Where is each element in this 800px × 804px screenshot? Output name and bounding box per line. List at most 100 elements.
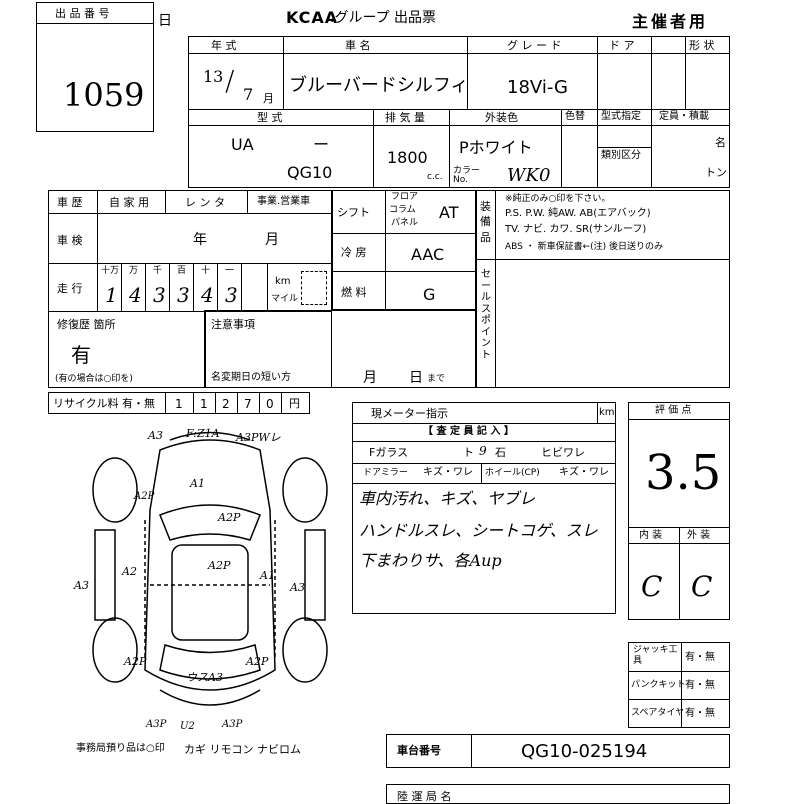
puncture-yes-no: 有・無 (685, 680, 715, 691)
chassis-box: 車台番号 QG10-025194 (386, 734, 730, 768)
inspection-year-unit: 年 (193, 232, 207, 248)
recycle-digit: 1 (175, 397, 183, 411)
model-code: QG10 (287, 163, 333, 182)
equipment-label: 装備品 (480, 200, 491, 244)
score-value: 3.5 (645, 445, 722, 501)
inspection-note: 下まわりサ、各Aup (359, 551, 502, 570)
shift-option: フロア (391, 192, 419, 202)
sheet-title: .グループ 出品票 (330, 10, 437, 26)
cc-unit: c.c. (427, 172, 443, 182)
mileage-digit: 1 (105, 283, 118, 307)
month-unit: 月 (263, 92, 274, 105)
org-logo: KCAA (286, 8, 339, 27)
equipment-check-box: ジャッキ工 具 有・無 パンクキット 有・無 スペアタイヤ 有・無 (628, 642, 730, 728)
persons-unit: 名 (715, 136, 726, 149)
inspection-note: 車内汚れ、キズ、ヤブレ (359, 489, 536, 508)
repair-value: 有 (71, 343, 91, 367)
damage-mark: A2P (246, 655, 269, 668)
wheel-value: キズ・ワレ (559, 467, 609, 478)
repair-note: (有の場合は○印を) (55, 374, 133, 384)
inspection-month-unit: 月 (265, 232, 279, 248)
chassis-label: 車台番号 (397, 744, 441, 757)
color-code: WK0 (507, 165, 551, 186)
damage-mark: A3P (146, 719, 167, 730)
header-side-char: 日 (158, 13, 172, 29)
glass-mark: 石 (495, 446, 506, 459)
capacity-label: 定員・積載 (659, 111, 709, 122)
mileage-digit: 4 (201, 283, 214, 307)
vehicle-info-table: 年 式 13 / 7 月 車 名 ブルーバードシルフィ グ レ ー ド 18Vi… (188, 36, 730, 188)
recycle-digit: 2 (222, 397, 230, 411)
history-table: 車 歴 自 家 用 レ ン タ 事業.営業車 車 検 年 月 走 行 十万 万 … (48, 190, 332, 388)
damage-mark: A3 (74, 579, 89, 592)
transport-bureau-box: 陸 運 局 名 (386, 784, 730, 804)
mileage-digit: 3 (153, 283, 166, 307)
glass-label: Fガラス (369, 446, 409, 459)
model-label: 型 式 (257, 111, 283, 124)
copy-label: 主催者用 (632, 12, 709, 31)
damage-mark: A3P (222, 719, 243, 730)
puncture-label: パンクキット (631, 680, 686, 690)
mileage-digit: 4 (129, 283, 142, 307)
car-name: ブルーバードシルフィ (289, 75, 469, 96)
damage-mark: A2 (122, 565, 137, 578)
digit-unit-10: 十 (201, 266, 211, 276)
designation-label: 型式指定 (601, 111, 641, 122)
digit-unit-10k: 万 (129, 266, 139, 276)
displacement-label: 排 気 量 (385, 111, 425, 124)
equipment-note: ※純正のみ○印を下さい。 (505, 194, 611, 204)
color-label: 外装色 (485, 111, 518, 124)
recycle-label: リサイクル料 有・無 (53, 397, 155, 410)
ac-value: AAC (411, 245, 445, 264)
lot-number-box: 出 品 番 号 1059 (36, 2, 154, 132)
meter-label: 現メーター指示 (371, 407, 448, 420)
spare-yes-no: 有・無 (685, 708, 715, 719)
glass-mark: 9 (479, 444, 487, 458)
mechanics-table: シフト フロア コラム パネル AT 冷 房 AAC 燃 料 G (332, 190, 476, 310)
ac-label: 冷 房 (341, 246, 367, 259)
mirror-value: キズ・ワレ (423, 467, 473, 478)
damage-mark: ウスA3 (186, 671, 223, 684)
meter-unit: km (599, 407, 615, 418)
model-dash: ー (313, 135, 330, 154)
mileage-label: 走 行 (57, 282, 83, 295)
sales-point-label: セールスポイント (481, 269, 491, 361)
recycle-digit: 7 (244, 397, 252, 411)
damage-mark: A3 (148, 429, 163, 442)
interior-label: 内 装 (639, 530, 663, 541)
door-label: ド ア (609, 39, 635, 52)
year-label: 年 式 (211, 39, 237, 52)
lot-number: 1059 (63, 76, 145, 114)
grade: 18Vi-G (507, 77, 568, 98)
mirror-label: ドアミラー (363, 468, 408, 478)
grade-label: グ レ ー ド (507, 39, 562, 52)
repair-label: 修復歴 箇所 (57, 318, 116, 331)
title-change-suffix: まで (427, 374, 446, 384)
model-year: 13 (203, 67, 224, 86)
equipment-line-3: ABS ・ 新車保証書←(注) 後日送りのみ (505, 242, 664, 252)
mileage-digit: 3 (177, 283, 190, 307)
spare-label: スペアタイヤ (631, 708, 685, 718)
business-use-label: 事業.営業車 (257, 196, 311, 207)
jack-label: ジャッキ工 具 (633, 645, 678, 666)
ton-unit: トン (705, 166, 727, 179)
recycle-digit: 1 (200, 397, 208, 411)
office-note: 事務局預り品は○印 (76, 743, 165, 754)
inspection-label: 車 検 (57, 234, 83, 247)
shift-label: シフト (337, 206, 370, 219)
shift-value: AT (439, 203, 459, 222)
private-use-label: 自 家 用 (109, 196, 149, 209)
damage-mark: A1 (190, 477, 205, 490)
damage-mark: A2P (218, 511, 241, 524)
wheel-label: ホイール(CP) (485, 468, 540, 478)
glass-mark: ト (463, 446, 474, 459)
caution-box: 注意事項 名変期日の短い方 月 日 まで (204, 310, 476, 388)
damage-mark: F:Z1A (186, 427, 220, 440)
category-label: 類別区分 (601, 150, 641, 161)
damage-mark: A2P (124, 655, 147, 668)
damage-mark: U2 (180, 721, 195, 732)
history-label: 車 歴 (57, 196, 83, 209)
title-change-label: 名変期日の短い方 (211, 372, 291, 383)
damage-mark: A2P (208, 559, 231, 572)
digit-unit-1: 一 (225, 266, 235, 276)
